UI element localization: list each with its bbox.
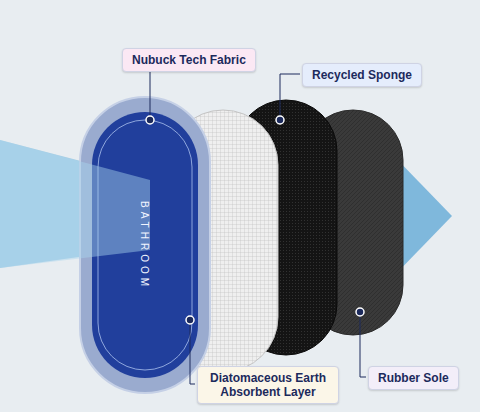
leader-dot xyxy=(356,308,364,316)
leader-line xyxy=(150,72,151,120)
leader-line xyxy=(280,74,300,120)
mat-print: BATHROOM xyxy=(139,200,150,289)
callout-label: Recycled Sponge xyxy=(312,68,412,82)
leader-dot xyxy=(146,116,154,124)
flow-arrow-tail xyxy=(0,140,150,268)
leader-dot xyxy=(186,316,194,324)
callout-box: Nubuck Tech Fabric xyxy=(122,48,256,72)
leader-line xyxy=(190,320,195,384)
callout-box: Diatomaceous Earth Absorbent Layer xyxy=(197,366,339,404)
leader-dot xyxy=(276,116,284,124)
callout-box: Rubber Sole xyxy=(368,366,459,390)
callout-label: Rubber Sole xyxy=(378,371,449,385)
callout-label: Diatomaceous Earth Absorbent Layer xyxy=(207,371,329,399)
callout-box: Recycled Sponge xyxy=(302,63,422,87)
leader-line xyxy=(360,312,366,377)
callout-label: Nubuck Tech Fabric xyxy=(132,53,246,67)
